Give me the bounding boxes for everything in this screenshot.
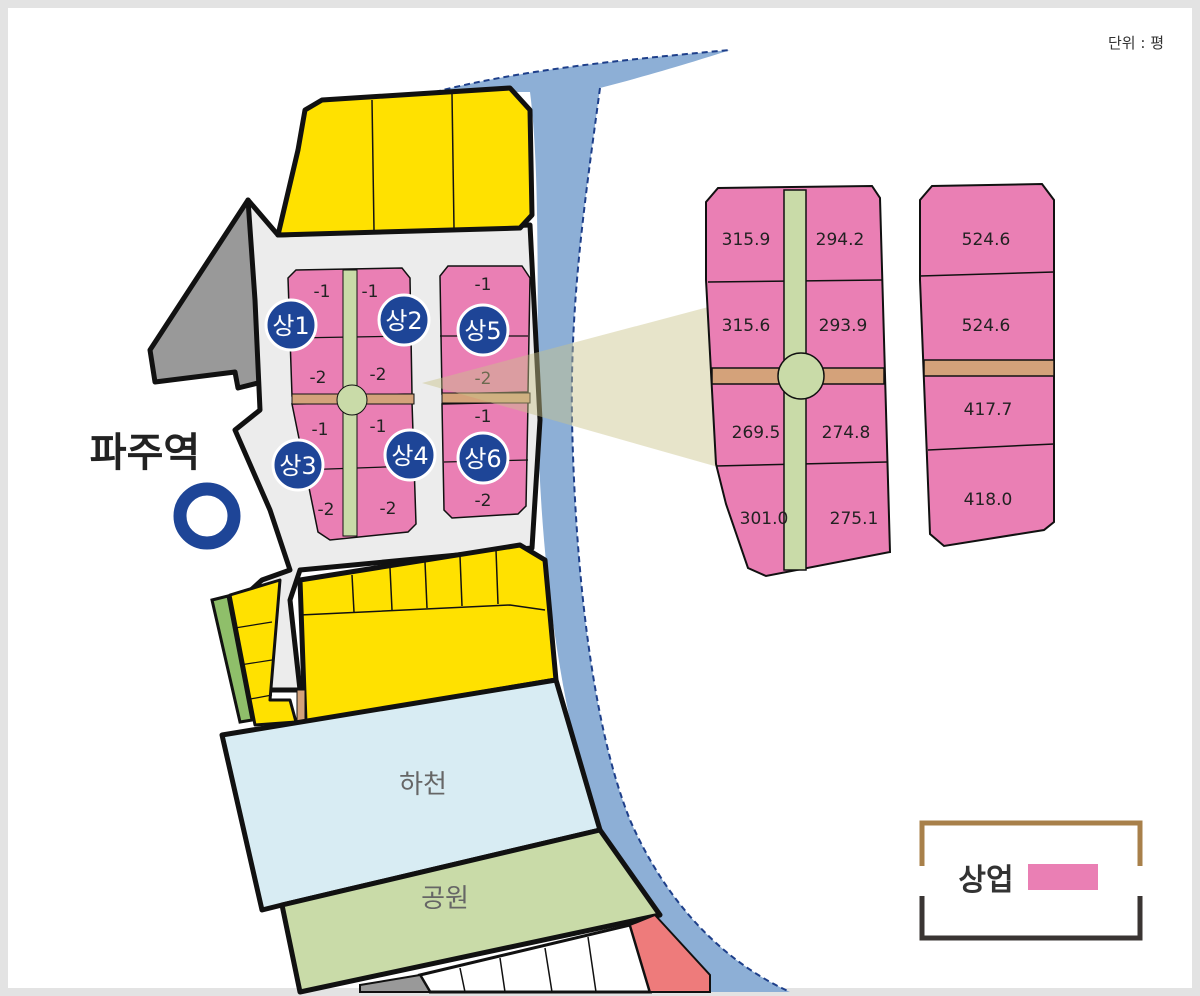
- lot-1-2: -2: [310, 368, 327, 388]
- badge-sang3[interactable]: 상3: [271, 438, 325, 492]
- lot-274-8: 274.8: [822, 423, 871, 443]
- badge-sang1[interactable]: 상1: [264, 298, 318, 352]
- lot-301-0: 301.0: [740, 509, 789, 529]
- unit-note: 단위 : 평: [1108, 34, 1164, 52]
- lot-269-5: 269.5: [732, 423, 781, 443]
- badge-sang5[interactable]: 상5: [456, 303, 510, 357]
- red-lot: [628, 913, 711, 993]
- lot-6-1: -1: [475, 407, 492, 427]
- svg-text:상1: 상1: [272, 312, 309, 340]
- lot-315-9: 315.9: [722, 230, 771, 250]
- detail-right-block: 524.6 524.6 417.7 418.0: [919, 182, 1055, 548]
- lot-3-1: -1: [312, 420, 329, 440]
- block-badges: 상1 상2 상3 상4 상5 상6: [264, 293, 510, 492]
- badge-sang2[interactable]: 상2: [377, 293, 431, 347]
- badge-sang6[interactable]: 상6: [456, 431, 510, 485]
- svg-text:상5: 상5: [464, 317, 501, 345]
- green-strip: [210, 594, 254, 724]
- lot-275-1: 275.1: [830, 509, 879, 529]
- lot-4-2: -2: [380, 499, 397, 519]
- park-label: 공원: [421, 884, 469, 914]
- svg-text:상4: 상4: [391, 442, 428, 470]
- river: [435, 50, 790, 992]
- svg-text:상6: 상6: [464, 445, 501, 473]
- detail-left-block: 315.9 294.2 315.6 293.9 269.5 274.8 301.…: [705, 184, 892, 578]
- lot-417-7: 417.7: [964, 400, 1013, 420]
- residential-west-strip: [228, 578, 298, 727]
- station-name: 파주역: [90, 430, 200, 476]
- lot-418-0: 418.0: [964, 490, 1013, 510]
- residential-top: [275, 85, 535, 238]
- badge-sang4[interactable]: 상4: [383, 428, 437, 482]
- legend-label: 상업: [958, 863, 1013, 898]
- legend-swatch-commercial: [1028, 864, 1098, 890]
- lot-5-2: -2: [475, 369, 492, 389]
- lot-294-2: 294.2: [816, 230, 865, 250]
- stream-label: 하천: [399, 770, 447, 800]
- svg-text:상3: 상3: [279, 452, 316, 480]
- lot-6-2: -2: [475, 491, 492, 511]
- lot-4-1: -1: [370, 417, 387, 437]
- legend: 상업: [919, 820, 1143, 941]
- station-ring-icon[interactable]: [173, 482, 241, 550]
- lot-suffix-labels: -1 -1 -2 -2 -1 -1 -2 -2 -1 -2 -1 -2: [310, 275, 492, 520]
- park-area: [279, 827, 663, 995]
- lot-1-1: -1: [314, 282, 331, 302]
- lot-315-6: 315.6: [722, 316, 771, 336]
- lot-3-2: -2: [318, 500, 335, 520]
- lot-2-2: -2: [370, 365, 387, 385]
- lot-524-6-a: 524.6: [962, 230, 1011, 250]
- lot-293-9: 293.9: [819, 316, 868, 336]
- lot-2-1: -1: [362, 282, 379, 302]
- svg-text:상2: 상2: [385, 307, 422, 335]
- lot-5-1: -1: [475, 275, 492, 295]
- lot-524-6-b: 524.6: [962, 316, 1011, 336]
- zoom-wedge: [422, 306, 718, 467]
